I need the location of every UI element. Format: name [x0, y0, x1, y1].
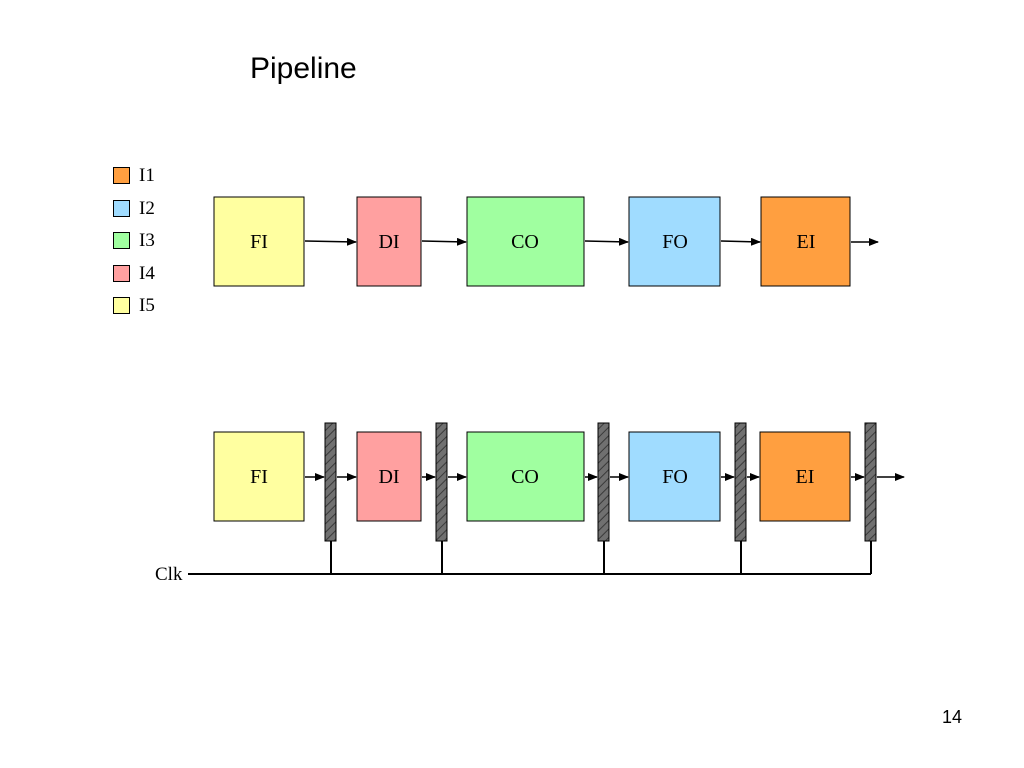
stage-box [356, 196, 422, 287]
legend-label-i3: I3 [139, 230, 155, 251]
legend-swatch-i2 [113, 199, 130, 217]
stage-label: FO [662, 466, 688, 488]
stage-label: DI [378, 466, 399, 488]
stage-label: DI [378, 231, 399, 253]
stage-label: EI [797, 231, 816, 253]
pipeline-latched: FI DI CO FO EI [155, 422, 905, 585]
legend-swatch-i3 [113, 232, 130, 249]
stage-fo-top: FO [628, 196, 721, 287]
arrow [720, 237, 761, 246]
latch-3 [597, 422, 610, 542]
stage-box [628, 196, 721, 287]
legend-swatch-i5 [113, 297, 130, 314]
stage-label: FI [250, 231, 268, 253]
pipeline-unlatched: FI DI CO FO EI [213, 196, 879, 287]
stage-box [213, 196, 305, 287]
clock-label: Clk [155, 564, 183, 585]
stage-fi-bottom: FI [213, 431, 305, 522]
arrow [584, 237, 629, 246]
stage-label: FO [662, 231, 688, 253]
stage-ei-top: EI [760, 196, 851, 287]
stage-box [466, 431, 585, 522]
stage-fo-bottom: FO [628, 431, 721, 522]
legend-swatch-i4 [113, 264, 130, 282]
latch-2 [435, 422, 448, 542]
page-number: 14 [941, 707, 962, 727]
legend-label-i1: I1 [139, 165, 155, 186]
stage-box [466, 196, 585, 287]
stage-co-top: CO [466, 196, 585, 287]
arrow [421, 237, 467, 246]
stage-label: FI [250, 466, 268, 488]
legend-label-i4: I4 [139, 262, 155, 284]
latch-5 [864, 422, 877, 542]
stage-label: EI [796, 466, 815, 488]
stage-box [759, 431, 851, 522]
stage-ei-bottom: EI [759, 431, 851, 522]
stage-fi-top: FI [213, 196, 305, 287]
legend-swatch-i1 [113, 167, 130, 184]
latch-1 [324, 422, 337, 542]
legend-label-i2: I2 [139, 197, 155, 219]
legend-label-i5: I5 [139, 295, 155, 316]
stage-box [760, 196, 851, 287]
stage-box [628, 431, 721, 522]
slide-title: Pipeline [250, 52, 357, 85]
stage-di-top: DI [356, 196, 422, 287]
stage-di-bottom: DI [356, 431, 422, 522]
stage-box [356, 431, 422, 522]
stage-label: CO [511, 466, 539, 488]
clock-line [188, 541, 872, 575]
stage-box [213, 431, 305, 522]
latch-4 [734, 422, 747, 542]
arrow [304, 237, 357, 246]
stage-label: CO [511, 231, 539, 253]
stage-co-bottom: CO [466, 431, 585, 522]
